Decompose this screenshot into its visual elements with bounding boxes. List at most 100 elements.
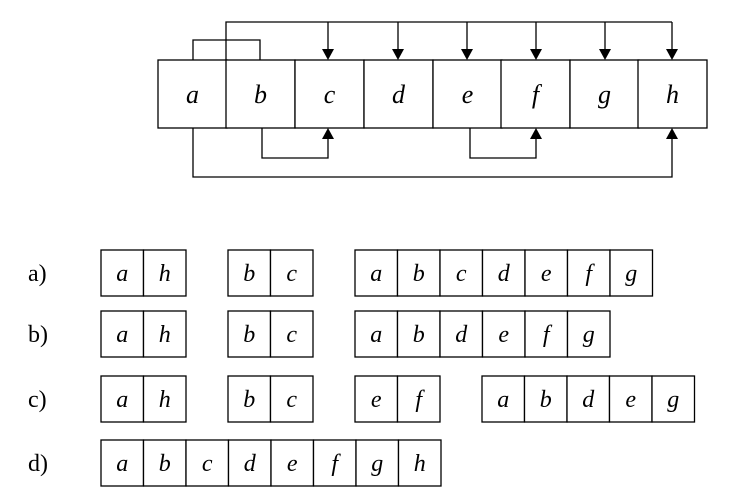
option-cell-box — [566, 375, 611, 423]
option-cell-label: e — [625, 387, 636, 413]
option-cell-box — [651, 375, 696, 423]
option-cell-label: b — [413, 322, 425, 348]
option-cell-box — [397, 439, 442, 487]
option-cell-label: f — [585, 261, 595, 287]
bottom-link-b-c — [261, 128, 329, 159]
option-cell-box — [269, 375, 314, 423]
option-cell-label: a — [370, 322, 382, 348]
main-cell-label: f — [532, 80, 543, 109]
option-cell-label: b — [243, 261, 255, 287]
option-cell-box — [227, 439, 272, 487]
option-cell-label: c — [202, 451, 213, 477]
option-cell-box — [142, 249, 187, 297]
option-cell-label: h — [159, 322, 171, 348]
option-cell-label: c — [286, 387, 297, 413]
option-cell-label: f — [415, 387, 425, 413]
option-cell-label: a — [497, 387, 509, 413]
main-cell-e: e — [432, 59, 503, 129]
main-cell-box — [294, 59, 365, 129]
option-cell-label: b — [540, 387, 552, 413]
option-cell-label: b — [243, 322, 255, 348]
option-cell-label: a — [116, 261, 128, 287]
option-cell-box — [269, 310, 314, 358]
option-cell-box — [396, 249, 441, 297]
option-cell-label: g — [371, 451, 383, 477]
option-label: b) — [28, 322, 48, 348]
option-cell-box — [481, 310, 526, 358]
main-cell-box — [157, 59, 228, 129]
option-cell-label: b — [159, 451, 171, 477]
top-bus — [225, 21, 672, 60]
option-cell-box — [227, 375, 272, 423]
option-cell-box — [524, 310, 569, 358]
option-label: c) — [28, 387, 47, 413]
option-cell-box — [100, 439, 145, 487]
bottom-link-e-f — [469, 128, 537, 159]
option-cell-label: e — [541, 261, 552, 287]
main-cell-label: d — [392, 80, 406, 109]
arrow-down-f — [530, 49, 542, 60]
option-cell-box — [523, 375, 568, 423]
option-cell-box — [439, 249, 484, 297]
option-cell-box — [609, 249, 654, 297]
option-cell-label: h — [414, 451, 426, 477]
main-cell-label: c — [324, 80, 336, 109]
option-cell-label: b — [413, 261, 425, 287]
option-cell-box — [312, 439, 357, 487]
option-cell-box — [396, 375, 441, 423]
option-cell-label: h — [159, 261, 171, 287]
main-cell-label: h — [666, 80, 679, 109]
option-cell-box — [100, 310, 145, 358]
connection-wires — [192, 21, 678, 178]
option-cell-label: f — [331, 451, 341, 477]
arrow-down-d — [392, 49, 404, 60]
bottom-link-a-h — [192, 128, 673, 178]
option-cell-box — [227, 249, 272, 297]
option-cell-label: g — [625, 261, 637, 287]
main-cell-label: g — [598, 80, 611, 109]
option-cell-label: a — [116, 451, 128, 477]
option-cell-label: c — [286, 261, 297, 287]
option-cell-label: a — [116, 387, 128, 413]
option-cell-box — [142, 310, 187, 358]
option-cell-label: d — [455, 322, 468, 348]
option-cell-label: c — [286, 322, 297, 348]
option-cell-label: g — [667, 387, 679, 413]
option-label: d) — [28, 451, 48, 477]
option-cell-box — [396, 310, 441, 358]
option-cell-label: a — [116, 322, 128, 348]
main-cell-box — [569, 59, 640, 129]
option-cell-box — [100, 249, 145, 297]
option-cell-label: e — [498, 322, 509, 348]
option-cell-label: h — [159, 387, 171, 413]
main-cell-box — [225, 59, 296, 129]
option-cell-box — [608, 375, 653, 423]
option-cell-box — [354, 375, 399, 423]
main-cell-f: f — [500, 59, 571, 129]
option-cell-box — [100, 375, 145, 423]
option-cell-label: d — [244, 451, 257, 477]
option-cell-box — [566, 310, 611, 358]
option-group: a b c d e f g h — [100, 439, 442, 487]
main-cell-label: b — [254, 80, 267, 109]
option-cell-label: g — [583, 322, 595, 348]
option-cell-label: b — [243, 387, 255, 413]
option-cell-label: e — [287, 451, 298, 477]
option-cell-box — [185, 439, 230, 487]
arrow-up-f — [530, 128, 542, 139]
main-cell-g: g — [569, 59, 640, 129]
option-cell-box — [354, 310, 399, 358]
main-cell-b: b — [225, 59, 296, 129]
